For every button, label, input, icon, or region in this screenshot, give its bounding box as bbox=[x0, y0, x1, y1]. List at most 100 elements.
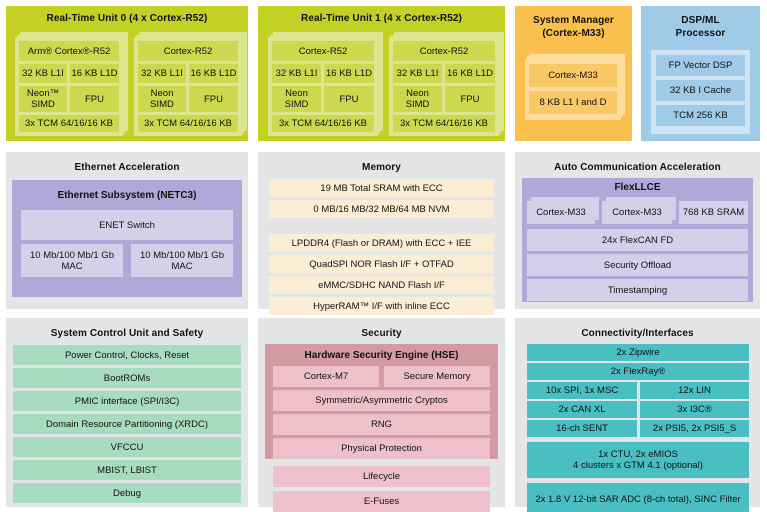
core-box: Cortex-R52 32 KB L1I 16 KB L1D Neon SIMD… bbox=[134, 37, 242, 136]
flexllce-cortex-group-0: Cortex-M33 bbox=[527, 197, 599, 225]
system-manager-item-0: Cortex-M33 bbox=[529, 64, 617, 87]
memory-item-emmc: eMMC/SDHC NAND Flash I/F bbox=[269, 276, 494, 294]
flexllce-row-timestamping: Timestamping bbox=[527, 279, 748, 301]
panel-title-ethernet: Ethernet Acceleration bbox=[74, 162, 180, 173]
core-l1d-rt1-core0: 16 KB L1D bbox=[324, 64, 374, 83]
hse-cryptos: Symmetric/Asymmetric Cryptos bbox=[273, 390, 490, 411]
core-l1i-rt1-core0: 32 KB L1I bbox=[272, 64, 321, 83]
core-name-rt0-core1: Cortex-R52 bbox=[138, 41, 238, 61]
dsp-item-1: 32 KB I Cache bbox=[656, 80, 745, 101]
core-fpu-rt1-core0: FPU bbox=[324, 86, 374, 112]
core-tcm-rt1-core1: 3x TCM 64/16/16 KB bbox=[393, 115, 495, 132]
flexllce-row-flexcan: 24x FlexCAN FD bbox=[527, 229, 748, 251]
panel-title-rt0: Real-Time Unit 0 (4 x Cortex-R52) bbox=[46, 13, 208, 24]
panel-connectivity-interfaces: Connectivity/Interfaces 2x Zipwire 2x Fl… bbox=[515, 318, 760, 512]
panel-title-dsp-line1: DSP/ML bbox=[681, 15, 720, 26]
panel-title-security: Security bbox=[361, 328, 402, 339]
core-l1i-rt0-core1: 32 KB L1I bbox=[138, 64, 186, 83]
core-l1d-rt1-core1: 16 KB L1D bbox=[445, 64, 495, 83]
core-tcm-rt1-core0: 3x TCM 64/16/16 KB bbox=[272, 115, 374, 132]
panel-title-rt1: Real-Time Unit 1 (4 x Cortex-R52) bbox=[301, 13, 462, 24]
hse-rng: RNG bbox=[273, 414, 490, 435]
dsp-inner-box: FP Vector DSP 32 KB I Cache TCM 256 KB bbox=[651, 50, 750, 134]
core-name-rt1-core0: Cortex-R52 bbox=[272, 41, 374, 61]
hardware-security-engine-box: Hardware Security Engine (HSE) Cortex-M7… bbox=[265, 344, 498, 459]
connectivity-zipwire: 2x Zipwire bbox=[527, 344, 749, 361]
core-l1d-rt0-core1: 16 KB L1D bbox=[189, 64, 238, 83]
panel-real-time-unit-1: Real-Time Unit 1 (4 x Cortex-R52) Cortex… bbox=[258, 6, 505, 141]
panel-ethernet-acceleration: Ethernet Acceleration Ethernet Subsystem… bbox=[6, 152, 248, 309]
system-manager-item-1: 8 KB L1 I and D bbox=[529, 91, 617, 114]
panel-auto-communication-acceleration: Auto Communication Acceleration FlexLLCE… bbox=[515, 152, 760, 309]
core-box: Cortex-R52 32 KB L1I 16 KB L1D Neon SIMD… bbox=[389, 37, 499, 136]
system-manager-core-group: Cortex-M33 8 KB L1 I and D bbox=[525, 54, 625, 120]
scu-item-vfccu: VFCCU bbox=[13, 437, 241, 457]
core-group-rt0-core1: Cortex-R52 32 KB L1I 16 KB L1D Neon SIMD… bbox=[134, 32, 247, 136]
flexllce-cortex-m33-0: Cortex-M33 bbox=[527, 201, 595, 224]
scu-item-mbist-lbist: MBIST, LBIST bbox=[13, 460, 241, 480]
panel-real-time-unit-0: Real-Time Unit 0 (4 x Cortex-R52) Arm® C… bbox=[6, 6, 248, 141]
flexllce-title: FlexLLCE bbox=[614, 182, 661, 193]
flexllce-cortex-m33-1: Cortex-M33 bbox=[602, 201, 672, 224]
hse-physical-protection: Physical Protection bbox=[273, 438, 490, 459]
core-tcm-rt0-core0: 3x TCM 64/16/16 KB bbox=[19, 115, 119, 132]
memory-item-hyperram: HyperRAM™ I/F with inline ECC bbox=[269, 297, 494, 315]
dsp-item-2: TCM 256 KB bbox=[656, 105, 745, 126]
panel-title-system-manager-line2: (Cortex-M33) bbox=[542, 28, 605, 39]
core-fpu-rt0-core1: FPU bbox=[189, 86, 238, 112]
connectivity-flexray: 2x FlexRay® bbox=[527, 363, 749, 380]
panel-memory: Memory 19 MB Total SRAM with ECC 0 MB/16… bbox=[258, 152, 505, 315]
scu-item-pmic: PMIC interface (SPI/I3C) bbox=[13, 391, 241, 411]
core-group-rt0-core0: Arm® Cortex®-R52 32 KB L1I 16 KB L1D Neo… bbox=[15, 32, 128, 136]
panel-title-dsp-line2: Processor bbox=[675, 28, 726, 39]
scu-item-debug: Debug bbox=[13, 483, 241, 503]
core-box: Cortex-R52 32 KB L1I 16 KB L1D Neon SIMD… bbox=[268, 37, 378, 136]
flexllce-row-security-offload: Security Offload bbox=[527, 254, 748, 276]
connectivity-psi5: 2x PSI5, 2x PSI5_S bbox=[640, 420, 749, 437]
core-tcm-rt0-core1: 3x TCM 64/16/16 KB bbox=[138, 115, 238, 132]
memory-item-sram: 19 MB Total SRAM with ECC bbox=[269, 179, 494, 197]
core-simd-rt1-core0: Neon SIMD bbox=[272, 86, 321, 112]
scu-item-xrdc: Domain Resource Partitioning (XRDC) bbox=[13, 414, 241, 434]
security-efuses: E-Fuses bbox=[273, 491, 490, 512]
hse-secure-memory: Secure Memory bbox=[384, 366, 490, 387]
scu-item-power-control: Power Control, Clocks, Reset bbox=[13, 345, 241, 365]
panel-title-auto-comm: Auto Communication Acceleration bbox=[554, 162, 721, 173]
core-box: Cortex-M33 8 KB L1 I and D bbox=[525, 59, 621, 120]
core-name-rt1-core1: Cortex-R52 bbox=[393, 41, 495, 61]
connectivity-can-xl: 2x CAN XL bbox=[527, 401, 637, 418]
panel-system-manager: System Manager (Cortex-M33) Cortex-M33 8… bbox=[515, 6, 632, 141]
connectivity-sar-adc: 2x 1.8 V 12-bit SAR ADC (8-ch total), SI… bbox=[527, 483, 749, 512]
memory-item-quadspi: QuadSPI NOR Flash I/F + OTFAD bbox=[269, 255, 494, 273]
connectivity-i3c: 3x I3C® bbox=[640, 401, 749, 418]
core-group-rt1-core1: Cortex-R52 32 KB L1I 16 KB L1D Neon SIMD… bbox=[389, 32, 504, 136]
ethernet-subsystem-box: Ethernet Subsystem (NETC3) ENET Switch 1… bbox=[12, 180, 242, 297]
dsp-item-0: FP Vector DSP bbox=[656, 55, 745, 76]
ethernet-mac-0: 10 Mb/100 Mb/1 Gb MAC bbox=[21, 244, 123, 277]
connectivity-spi-msc: 10x SPI, 1x MSC bbox=[527, 382, 637, 399]
memory-item-nvm: 0 MB/16 MB/32 MB/64 MB NVM bbox=[269, 200, 494, 218]
panel-title-memory: Memory bbox=[362, 162, 401, 173]
panel-title-system-control: System Control Unit and Safety bbox=[50, 328, 204, 339]
enet-switch-box: ENET Switch bbox=[21, 210, 233, 240]
core-l1i-rt0-core0: 32 KB L1I bbox=[19, 64, 67, 83]
panel-title-system-manager-line1: System Manager bbox=[533, 15, 614, 26]
panel-title-connectivity: Connectivity/Interfaces bbox=[581, 328, 694, 339]
connectivity-sent: 16-ch SENT bbox=[527, 420, 637, 437]
hse-title: Hardware Security Engine (HSE) bbox=[304, 350, 459, 361]
flexllce-sram: 768 KB SRAM bbox=[679, 201, 748, 224]
core-l1i-rt1-core1: 32 KB L1I bbox=[393, 64, 442, 83]
ethernet-mac-1: 10 Mb/100 Mb/1 Gb MAC bbox=[131, 244, 233, 277]
connectivity-ctu-emios-gtm: 1x CTU, 2x eMIOS 4 clusters x GTM 4.1 (o… bbox=[527, 442, 749, 478]
memory-item-lpddr4: LPDDR4 (Flash or DRAM) with ECC + IEE bbox=[269, 234, 494, 252]
core-simd-rt0-core0: Neon™ SIMD bbox=[19, 86, 67, 112]
flexllce-box: FlexLLCE Cortex-M33 Cortex-M33 768 KB SR… bbox=[522, 178, 753, 302]
panel-security: Security Hardware Security Engine (HSE) … bbox=[258, 318, 505, 512]
flexllce-cortex-group-1: Cortex-M33 bbox=[602, 197, 676, 225]
ethernet-subsystem-title: Ethernet Subsystem (NETC3) bbox=[57, 190, 197, 201]
core-simd-rt0-core1: Neon SIMD bbox=[138, 86, 186, 112]
core-box: Arm® Cortex®-R52 32 KB L1I 16 KB L1D Neo… bbox=[15, 37, 123, 136]
scu-item-bootroms: BootROMs bbox=[13, 368, 241, 388]
connectivity-lin: 12x LIN bbox=[640, 382, 749, 399]
